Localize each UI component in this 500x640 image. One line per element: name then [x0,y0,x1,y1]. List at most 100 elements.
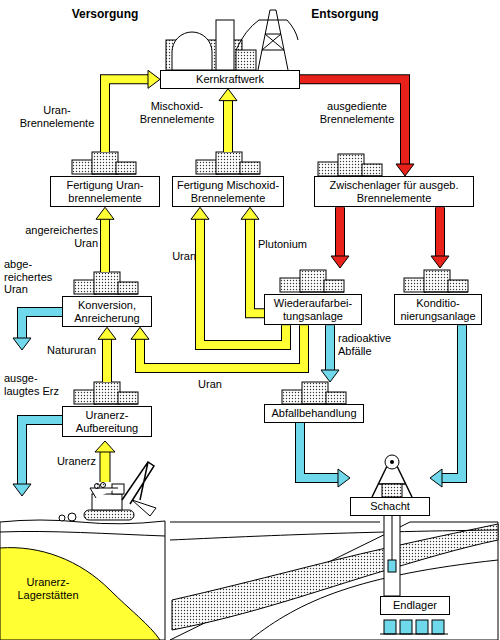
waste-treatment-box: Abfallbehandlung [264,382,364,423]
section-heading: Entsorgung [300,8,390,22]
edge-label: angereichertes Uran [6,224,98,249]
flow-arrow [331,207,349,268]
arrow-body [101,218,109,272]
arrow-head [430,469,442,487]
ground-left [0,520,165,640]
box-outline: Kernkraftwerk [160,70,300,89]
shaft-headframe [388,560,396,572]
box-text: Zwischenlager für ausgeb. Brennelemente [318,179,470,204]
arrow-body [436,207,444,257]
box-outline: Konditio-nierungsanlage [394,294,482,325]
flow-label: Uranerz [30,455,96,468]
arrow-outline [335,207,345,257]
repository-buildings [380,620,448,634]
repository-buildings [416,620,428,634]
box-outline: Endlager [380,596,450,615]
section-heading: Versorgung [60,8,150,22]
side-flow-arrows [13,484,31,496]
side-flow-arrows [100,452,111,482]
arrow-body [300,423,339,478]
reprocessing-box: Wiederaufarbei-tungsanlage [264,268,362,325]
arrow-head [191,207,209,219]
arrow-outline [325,325,335,371]
box-outline: Zwischenlager für ausgeb. Brennelemente [314,176,474,207]
plant-building-icons [318,154,382,176]
fabrication-box: Fertigung Mischoxid-Brennelemente [172,152,284,207]
box-outline: Schacht [350,497,430,516]
ground-right [170,522,498,640]
arrow-outline [300,423,339,478]
arrow-outline [223,100,233,152]
flow-arrow [321,325,339,382]
box-text: Fertigung Uran-brennelemente [54,179,156,204]
excavator [101,483,106,488]
flow-arrow [431,207,449,268]
arrow-head [131,327,149,339]
arrow-body [200,218,286,345]
arrow-head [338,469,350,487]
repository-buildings [400,620,412,634]
repository-box: Endlager [380,596,450,615]
arrow-head [431,256,449,268]
edge-label: Uran [190,378,230,391]
excavator [90,488,118,498]
power-plant-picture [166,10,298,70]
fabrication-box: Fertigung Uran-brennelemente [50,152,160,207]
side-flow-arrows [22,312,62,338]
edge-label: Mischoxid-Brennelemente [136,100,218,125]
side-flow-arrows [22,420,62,484]
box-text: Abfallbehandlung [268,407,360,420]
arrow-head [96,207,114,219]
excavator [132,500,156,516]
arrow-body [336,207,344,257]
enrichment-box: Konversion, Anreicherung [62,272,152,327]
repository-buildings [432,620,444,634]
shaft-headframe [392,515,393,560]
arrow-head [396,164,414,176]
box-text: Uranerz-Aufbereitung [66,409,148,434]
arrow-head [219,89,237,101]
edge-label: ausgediente Brennelemente [316,100,398,125]
power-plant-picture [216,20,234,70]
power-plant-picture [258,10,288,70]
excavator [68,513,76,521]
arrow-body [103,338,111,382]
arrow-head [331,256,349,268]
edge-label: Natururan [30,344,96,357]
plant-building-icons [282,382,346,404]
ground-left [0,531,165,536]
flow-arrow [98,327,116,382]
ore-processing-box: Uranerz-Aufbereitung [62,382,152,437]
arrow-outline [435,207,445,257]
shaft-headframe [382,484,402,497]
side-flow-arrows [95,441,115,452]
arrow-body [224,100,232,152]
arrow-outline [102,338,112,382]
box-text: Konversion, Anreicherung [66,299,148,324]
plant-building-icons [404,270,468,292]
edge-label: radioaktive Abfälle [338,332,398,357]
plant-building-icons [280,270,344,292]
side-flow-arrows [22,420,62,484]
box-outline: Konversion, Anreicherung [62,296,152,327]
shaft-headframe [372,455,412,596]
edge-label: Uran [160,250,196,263]
plant-building-icons [196,152,260,174]
arrow-outline [200,218,286,345]
excavator [122,462,154,504]
arrow-outline [250,218,264,313]
reactor-box: Kernkraftwerk [160,8,300,89]
shaft-headframe [390,460,394,464]
plant-building-icons [72,152,136,174]
power-plant-picture [172,32,212,70]
flow-arrow [300,423,350,487]
arrow-outline [140,325,304,368]
edge-label: Uran-Brennelemente [17,104,97,129]
side-flow-arrows [101,452,110,482]
storage-box: Zwischenlager für ausgeb. Brennelemente [314,176,474,207]
excavator [95,484,100,489]
plant-building-icons [74,382,138,404]
box-text: Schacht [354,500,426,513]
arrow-body [250,218,264,313]
